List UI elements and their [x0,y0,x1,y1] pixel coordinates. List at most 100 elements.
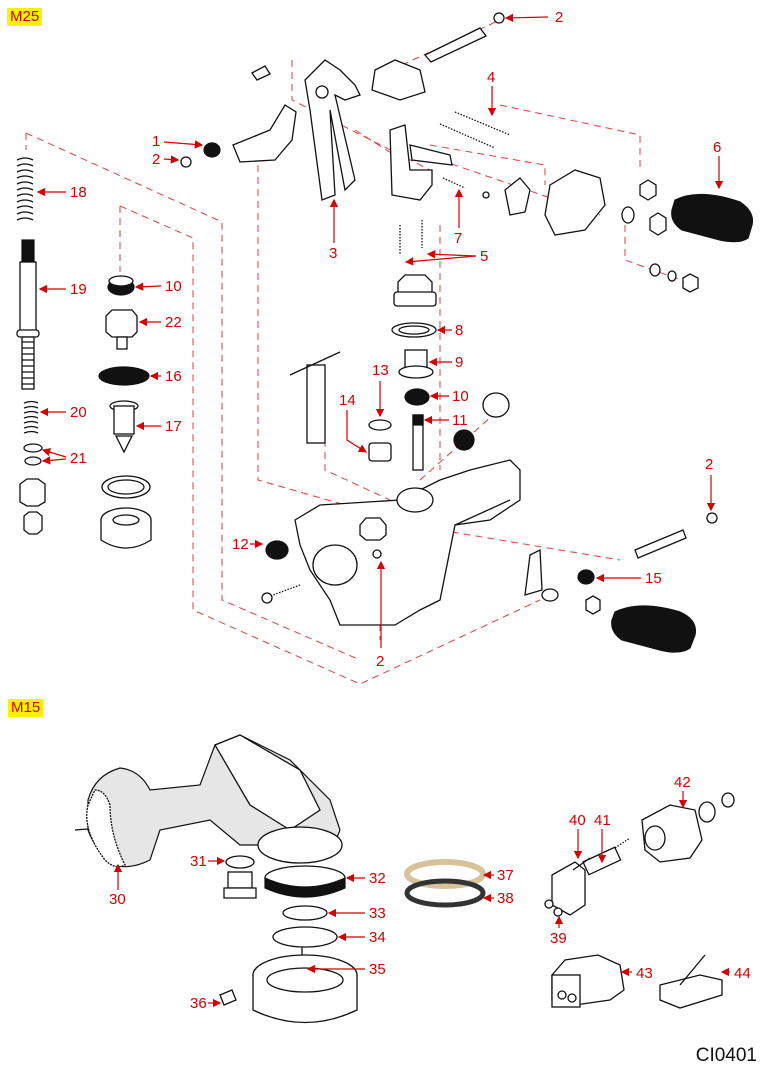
callout-36: 36 [190,995,222,1012]
svg-text:31: 31 [190,853,207,870]
callout-44: 44 [720,965,751,982]
knob-lower [611,605,697,653]
bracket-left [232,104,297,163]
callout-33: 33 [327,905,386,922]
small-bolt [251,65,271,81]
svg-text:15: 15 [645,570,662,587]
callout-16: 16 [149,368,182,385]
callout-9: 9 [428,354,463,371]
eclip-body [372,549,382,559]
callout-22: 22 [138,314,182,331]
svg-text:44: 44 [734,965,751,982]
callout-10-center: 10 [429,388,469,405]
gasket-38 [404,878,486,908]
screw [261,584,301,604]
svg-text:4: 4 [487,69,495,86]
callout-5: 5 [404,248,488,266]
callout-7: 7 [454,188,464,247]
bracket-15-assy [524,548,601,615]
fittings-right [453,392,510,451]
callout-15: 15 [595,570,662,587]
svg-text:21: 21 [70,450,87,467]
shower-screen-34 [272,926,338,948]
svg-text:43: 43 [636,965,653,982]
callout-2-left: 2 [152,151,180,168]
bolt-40 [572,857,591,871]
callout-41: 41 [594,812,611,864]
plug-31 [223,871,257,899]
callout-2-right: 2 [705,456,716,512]
svg-text:12: 12 [232,536,249,553]
svg-text:33: 33 [369,905,386,922]
svg-text:14: 14 [339,392,356,409]
svg-text:1: 1 [152,133,160,150]
pin-right [634,529,687,559]
callout-12: 12 [232,536,264,553]
svg-text:36: 36 [190,995,207,1012]
svg-text:30: 30 [109,891,126,908]
ring-32 [264,865,346,898]
svg-text:16: 16 [165,368,182,385]
nut-1 [203,142,221,158]
callout-38: 38 [482,890,514,907]
svg-text:13: 13 [372,362,389,379]
springs-5 [399,220,423,255]
eclip-2-left [180,156,192,168]
spring-18 [16,157,34,221]
svg-text:2: 2 [555,9,563,26]
bracket-top-right [371,59,426,101]
callout-3: 3 [329,198,339,262]
callout-14: 14 [339,392,368,453]
callout-43: 43 [620,965,653,982]
callout-13: 13 [372,362,389,418]
callout-10-left: 10 [134,278,182,295]
svg-text:42: 42 [674,774,691,791]
callout-1: 1 [152,133,204,150]
svg-text:11: 11 [452,412,468,429]
nuts-right-top [621,179,699,293]
spring-7 [442,177,466,189]
group-head-housing [74,734,343,868]
nut-10-left [107,275,135,296]
group-m15: 30 31 32 33 34 35 36 37 [74,734,751,1024]
svg-text:18: 18 [70,184,87,201]
svg-text:22: 22 [165,314,182,331]
shower-plate-33 [282,905,328,921]
callout-2-body: 2 [376,560,386,670]
screen-30 [86,789,126,868]
spring-20 [23,400,39,434]
svg-text:41: 41 [594,812,611,829]
knob-6 [671,193,754,243]
callout-30: 30 [109,863,126,908]
bracket-right [544,169,606,236]
svg-text:32: 32 [369,870,386,887]
solenoid-43 [551,954,625,1008]
svg-text:9: 9 [455,354,463,371]
callout-34: 34 [337,929,386,946]
switch-44 [659,954,723,1009]
bolt-36 [219,989,237,1006]
nut-10-center [404,388,430,406]
pin-top [423,27,487,63]
svg-text:2: 2 [705,456,713,473]
portafilter-ring [252,954,358,1024]
svg-text:5: 5 [480,248,488,265]
callout-37: 37 [482,867,514,884]
callout-20: 20 [39,404,87,421]
document-code: CI0401 [695,1045,757,1066]
eclip-top [493,12,505,24]
svg-text:6: 6 [713,139,721,156]
svg-text:7: 7 [454,230,462,247]
callout-40: 40 [569,812,586,860]
callout-18: 18 [36,184,87,201]
coil-42 [641,792,735,863]
svg-text:39: 39 [550,930,567,947]
svg-text:19: 19 [70,281,87,298]
callout-35: 35 [306,961,386,978]
svg-text:10: 10 [452,388,469,405]
washer-8 [391,322,437,338]
ball [482,191,490,199]
callout-19: 19 [38,281,87,298]
valve-stem-11 [412,414,424,471]
section-tag-m25: M25 [7,8,43,26]
